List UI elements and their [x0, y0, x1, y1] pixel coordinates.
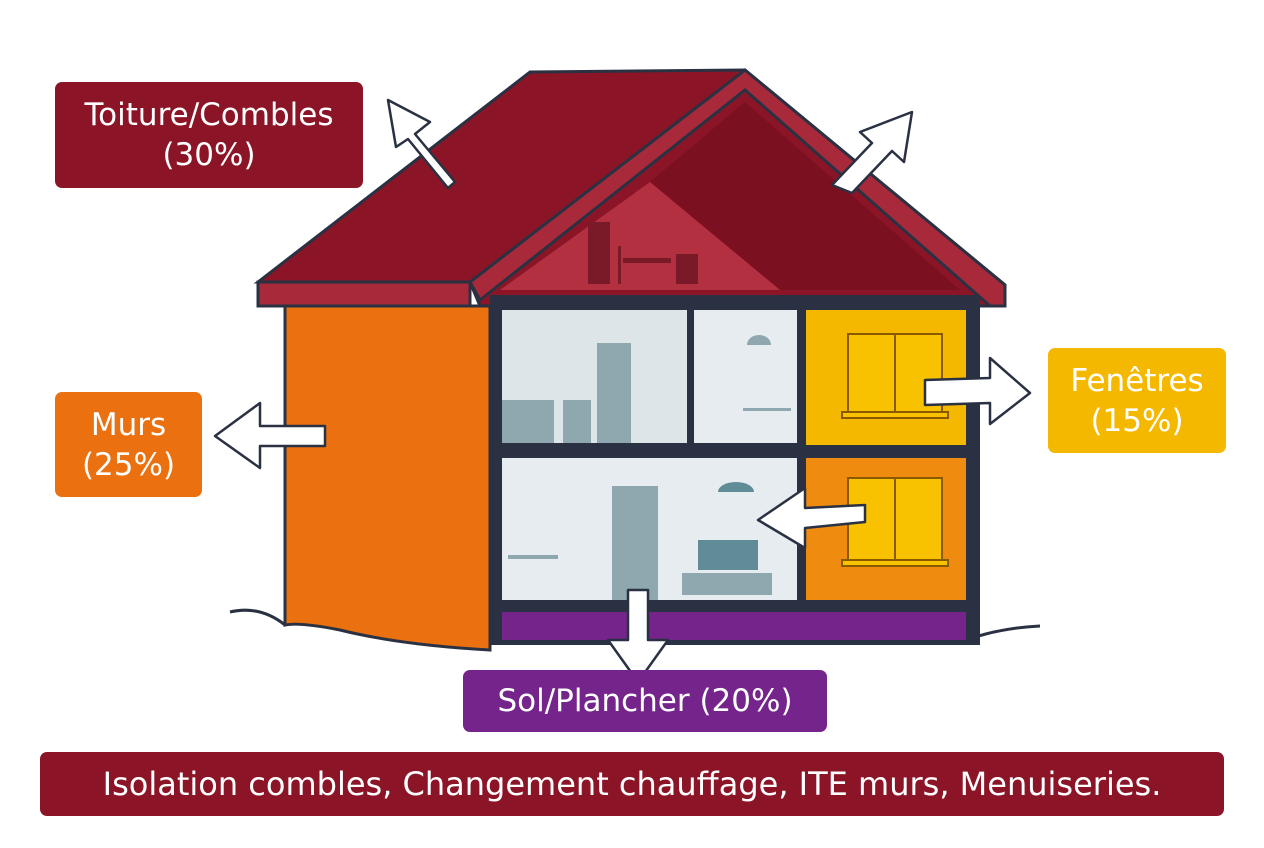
arrow-walls-icon [213, 401, 327, 470]
roof-label-value: (30%) [162, 137, 256, 173]
roof-ridge-edge [468, 68, 1007, 308]
arrow-living-icon [756, 486, 867, 550]
floor-label: Sol/Plancher (20%) [463, 670, 827, 732]
attic-furniture [588, 222, 698, 284]
arrow-roof-left-icon [386, 98, 457, 190]
windows-label: Fenêtres (15%) [1048, 348, 1226, 453]
windows-label-title: Fenêtres [1070, 362, 1204, 399]
roof-label-title: Toiture/Combles [84, 97, 334, 133]
windows-label-value: (15%) [1090, 402, 1184, 439]
footer-banner: Isolation combles, Changement chauffage,… [40, 752, 1224, 816]
walls-label-value: (25%) [81, 446, 176, 483]
ground-line [229, 608, 1041, 642]
room-furniture [502, 335, 791, 600]
arrow-floor-icon [606, 588, 670, 684]
attic-gable [500, 182, 780, 290]
room-office [694, 310, 797, 443]
arrow-windows-icon [923, 356, 1032, 426]
arrow-roof-right-icon [830, 110, 914, 195]
walls-label-title: Murs [90, 406, 167, 443]
walls-label: Murs (25%) [55, 392, 202, 497]
side-wall [283, 304, 492, 652]
roof-eave [256, 280, 472, 308]
roof-right-panel [650, 102, 960, 290]
floor-slab [502, 612, 966, 640]
roof-label: Toiture/Combles (30%) [55, 82, 363, 188]
floor-label-text: Sol/Plancher (20%) [497, 683, 793, 719]
footer-text: Isolation combles, Changement chauffage,… [102, 765, 1162, 803]
